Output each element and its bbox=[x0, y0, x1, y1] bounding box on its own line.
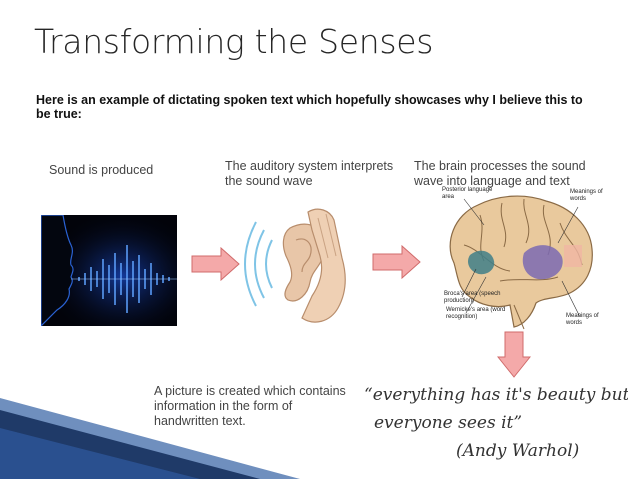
right-arrow-icon bbox=[372, 245, 421, 279]
hand-shape bbox=[301, 208, 346, 323]
down-arrow-icon bbox=[497, 331, 531, 378]
broca-area bbox=[468, 250, 495, 275]
slide-title: Transforming the Senses bbox=[34, 22, 434, 61]
brain-label-meanings-bottom: Meanings of words bbox=[566, 313, 599, 326]
brain-shape bbox=[449, 195, 593, 328]
caption-brain-processes: The brain processes the sound wave into … bbox=[414, 159, 586, 188]
brain-label-meanings-top: Meanings of words bbox=[570, 189, 603, 202]
ear-hand-image bbox=[238, 200, 366, 328]
caption-auditory-system: The auditory system interprets the sound… bbox=[225, 159, 394, 188]
intro-text: Here is an example of dictating spoken t… bbox=[36, 93, 583, 121]
footer-decoration bbox=[0, 398, 300, 479]
brain-label-broca: Broca's area (speech production) bbox=[444, 291, 501, 304]
speech-image bbox=[41, 215, 177, 326]
brain-diagram-image: Posterior language area Meanings of word… bbox=[440, 185, 603, 335]
handwriting-line-1: “everything has it's beauty but not bbox=[364, 385, 628, 405]
wernicke-area bbox=[522, 245, 563, 280]
caption-sound-produced: Sound is produced bbox=[49, 163, 154, 177]
handwriting-image: “everything has it's beauty but not ever… bbox=[360, 368, 638, 478]
right-arrow-icon bbox=[191, 247, 240, 281]
caption-picture-created: A picture is created which contains info… bbox=[154, 384, 346, 428]
brain-label-posterior: Posterior language area bbox=[442, 187, 493, 200]
handwriting-line-3: (Andy Warhol) bbox=[456, 441, 579, 461]
brain-label-wernicke: Wernicke's area (word recognition) bbox=[446, 307, 506, 320]
handwriting-line-2: everyone sees it” bbox=[374, 413, 522, 433]
face-silhouette bbox=[41, 215, 74, 326]
